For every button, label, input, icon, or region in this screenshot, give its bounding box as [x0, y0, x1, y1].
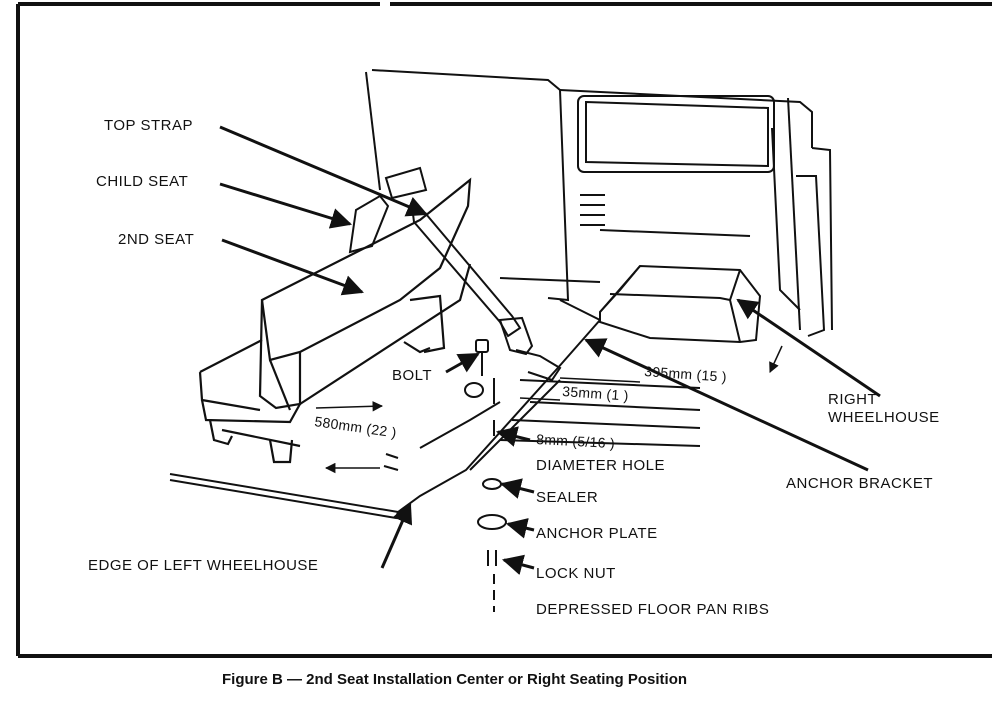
figure-caption: Figure B — 2nd Seat Installation Center …	[222, 671, 687, 688]
second-seat-shape	[198, 177, 472, 464]
top-strap-arrow	[219, 125, 428, 217]
sealer-arrow	[499, 478, 535, 499]
bolt-arrow	[445, 352, 480, 374]
right-wheelhouse-shape	[599, 264, 762, 344]
label-top-strap: TOP STRAP	[104, 117, 193, 134]
dimension-lines	[315, 345, 783, 474]
child-seat-shape	[348, 166, 428, 254]
label-diameter-hole: DIAMETER HOLE	[536, 457, 665, 474]
dim-395mm: 395mm (15 )	[644, 363, 728, 385]
left-wheelhouse-arrow	[380, 502, 413, 569]
label-anchor-plate: ANCHOR PLATE	[536, 525, 658, 542]
label-edge-left-wheelhouse: EDGE OF LEFT WHEELHOUSE	[88, 557, 318, 574]
dim-580mm: 580mm (22 )	[314, 413, 398, 440]
lock-nut-arrow	[501, 554, 535, 576]
figure-border	[16, 2, 992, 658]
dim-8mm: 8mm (5/16 )	[536, 431, 615, 451]
label-depressed-ribs: DEPRESSED FLOOR PAN RIBS	[536, 601, 769, 618]
anchor-plate-arrow	[505, 518, 535, 539]
dim-35mm: 35mm (1 )	[562, 383, 629, 404]
label-second-seat: 2ND SEAT	[118, 231, 194, 248]
label-lock-nut: LOCK NUT	[536, 565, 616, 582]
top-strap-shape	[410, 204, 562, 382]
label-anchor-bracket: ANCHOR BRACKET	[786, 475, 933, 492]
label-child-seat: CHILD SEAT	[96, 173, 188, 190]
anchor-bracket-arrow	[584, 338, 869, 472]
van-rear-wall	[365, 69, 833, 337]
second-seat-arrow	[221, 238, 364, 296]
label-sealer: SEALER	[536, 489, 598, 506]
eight-mm-arrow	[495, 426, 531, 447]
child-seat-arrow	[219, 182, 353, 229]
label-right-wheelhouse-line1: RIGHT	[828, 391, 877, 408]
label-bolt: BOLT	[392, 367, 432, 384]
label-right-wheelhouse-line2: WHEELHOUSE	[828, 409, 940, 426]
leader-arrows	[219, 125, 881, 576]
right-wheelhouse-arrow	[736, 298, 881, 398]
